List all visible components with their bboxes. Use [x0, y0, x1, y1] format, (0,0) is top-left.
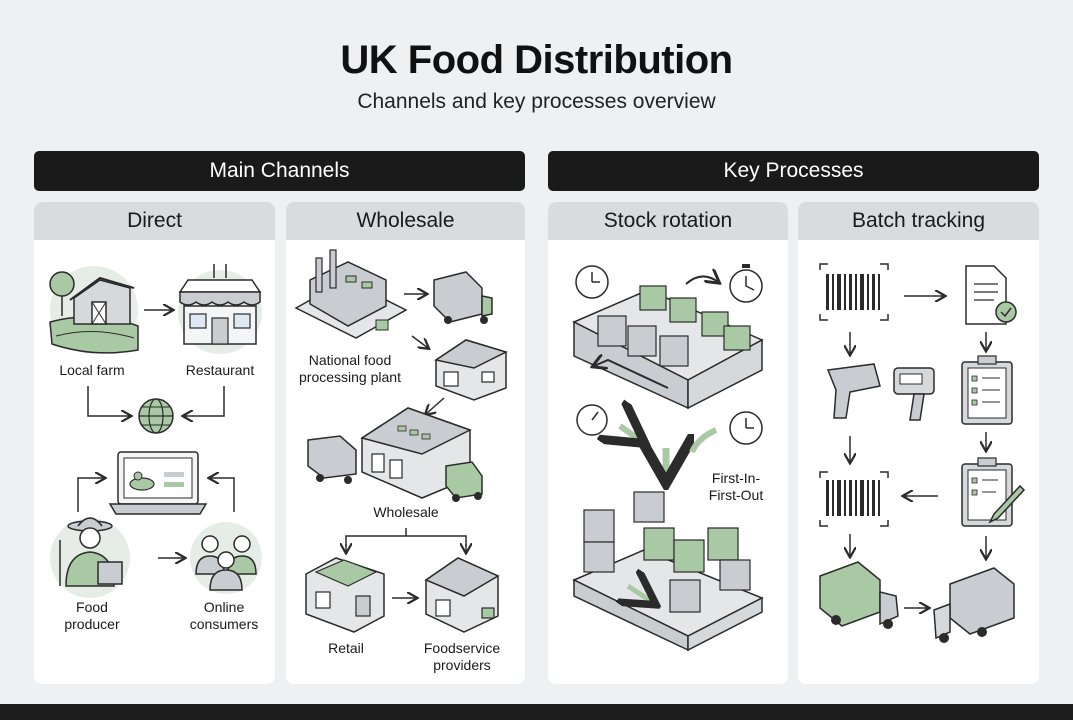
online-consumers-icon — [190, 522, 262, 594]
section-header-main-channels: Main Channels — [34, 151, 525, 191]
section-header-key-processes: Key Processes — [548, 151, 1039, 191]
wholesale-warehouse-icon — [307, 407, 483, 502]
shelf-icon — [572, 285, 764, 410]
panel-stock-title: Stock rotation — [548, 202, 788, 240]
label-processing-plant: National food processing plant — [299, 352, 401, 385]
laptop-icon — [108, 451, 208, 515]
globe-icon — [138, 398, 174, 434]
batch-diagram — [819, 263, 1026, 643]
clock-icon-2 — [729, 411, 763, 445]
truck-icon — [433, 271, 493, 324]
document-check-icon — [965, 265, 1017, 325]
clipboard-pen-icon — [961, 457, 1026, 527]
panel-wholesale: Wholesale — [286, 202, 525, 684]
stock-diagram — [572, 264, 764, 652]
stopwatch-icon — [576, 404, 608, 436]
page-subtitle: Channels and key processes overview — [357, 90, 716, 113]
timer-icon — [729, 264, 763, 303]
panel-stock-rotation: Stock rotation — [548, 202, 788, 684]
warehouse-icon — [434, 339, 509, 401]
factory-icon — [294, 249, 408, 339]
panel-direct-title: Direct — [34, 202, 275, 240]
foodservice-icon — [424, 557, 500, 633]
clipboard-icon — [961, 355, 1013, 425]
food-producer-icon — [50, 517, 130, 598]
label-online-consumers: Online consumers — [189, 599, 259, 632]
direct-diagram — [49, 264, 262, 598]
label-foodservice: Foodservice providers — [423, 640, 501, 673]
barcode-icon — [819, 263, 889, 321]
label-retail: Retail — [328, 640, 364, 656]
panel-direct: Direct — [34, 202, 275, 684]
panel-batch-title: Batch tracking — [798, 202, 1039, 240]
label-restaurant: Restaurant — [185, 362, 255, 378]
label-local-farm: Local farm — [59, 362, 125, 378]
footer-bar — [0, 704, 1073, 720]
label-fifo: First-In- First-Out — [708, 470, 764, 503]
clock-icon — [575, 265, 609, 299]
label-food-producer: Food producer — [64, 599, 120, 632]
label-wholesale: Wholesale — [373, 504, 439, 520]
wholesale-diagram — [294, 249, 509, 633]
retail-store-icon — [305, 557, 385, 633]
panel-batch-tracking: Batch tracking — [798, 202, 1039, 684]
farm-icon — [49, 266, 139, 354]
panel-wholesale-title: Wholesale — [286, 202, 525, 240]
truck-icon-2 — [933, 567, 1015, 643]
barcode-icon-2 — [819, 471, 889, 527]
restaurant-icon — [178, 264, 262, 354]
scanner-icon — [826, 363, 935, 421]
page-title: UK Food Distribution — [340, 38, 733, 82]
pallet-icon — [572, 491, 764, 652]
delivery-truck-icon — [819, 561, 899, 629]
